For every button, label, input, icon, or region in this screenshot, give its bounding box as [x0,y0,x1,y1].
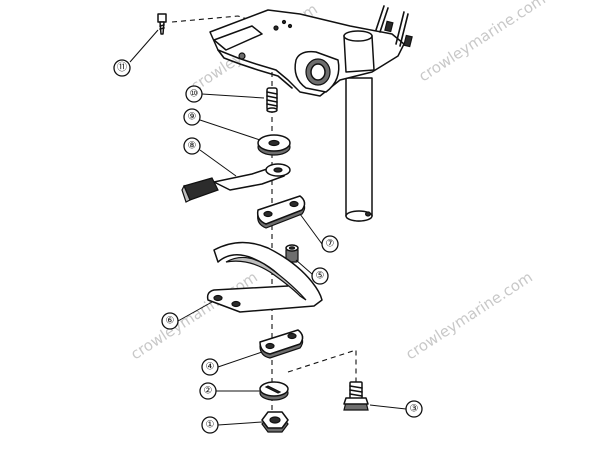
callout-1: ① [201,416,219,434]
callout-9-label: ⑨ [188,112,197,123]
part-9-washer [257,134,291,156]
callout-4-label: ④ [206,362,215,373]
callout-2-label: ② [204,386,213,397]
part-3-bolt [343,381,369,411]
callout-5: ⑤ [311,267,329,285]
callout-3: ③ [405,400,423,418]
callout-3-label: ③ [410,404,419,415]
part-5-collar [285,244,299,263]
part-2-washer [259,381,289,401]
stud-right [395,11,405,45]
callout-7: ⑦ [321,235,339,253]
watermark-bottom-left: crowleymarine.com [127,268,260,363]
part-4-link [259,329,304,359]
stud-left [375,5,385,31]
part-10-pin [266,87,278,113]
watermark-bottom-right: crowleymarine.com [402,268,535,363]
callout-1-label: ① [206,420,215,431]
callout-6-label: ⑥ [166,316,175,327]
part-1-nut [261,411,289,433]
bolt-guide-line [287,349,357,382]
callout-11-label: ⑪ [117,62,127,74]
watermark-top-right: crowleymarine.com [415,0,548,85]
callout-2: ② [199,382,217,400]
callout-5-label: ⑤ [316,271,325,282]
callout-11: ⑪ [113,59,131,77]
callout-4: ④ [201,358,219,376]
callout-10-label: ⑩ [190,89,199,100]
steering-shaft [345,77,373,222]
callout-8: ⑧ [183,137,201,155]
swivel-bracket [209,5,413,222]
callout-10: ⑩ [185,85,203,103]
leader-lines [129,29,407,426]
part-8-lever [181,163,291,203]
callout-9: ⑨ [183,108,201,126]
callout-6: ⑥ [161,312,179,330]
part-6-arc-plate [206,241,323,313]
callout-8-label: ⑧ [188,141,197,152]
part-7-link [256,195,306,229]
callout-7-label: ⑦ [326,239,335,250]
part-11-screw [157,13,167,35]
